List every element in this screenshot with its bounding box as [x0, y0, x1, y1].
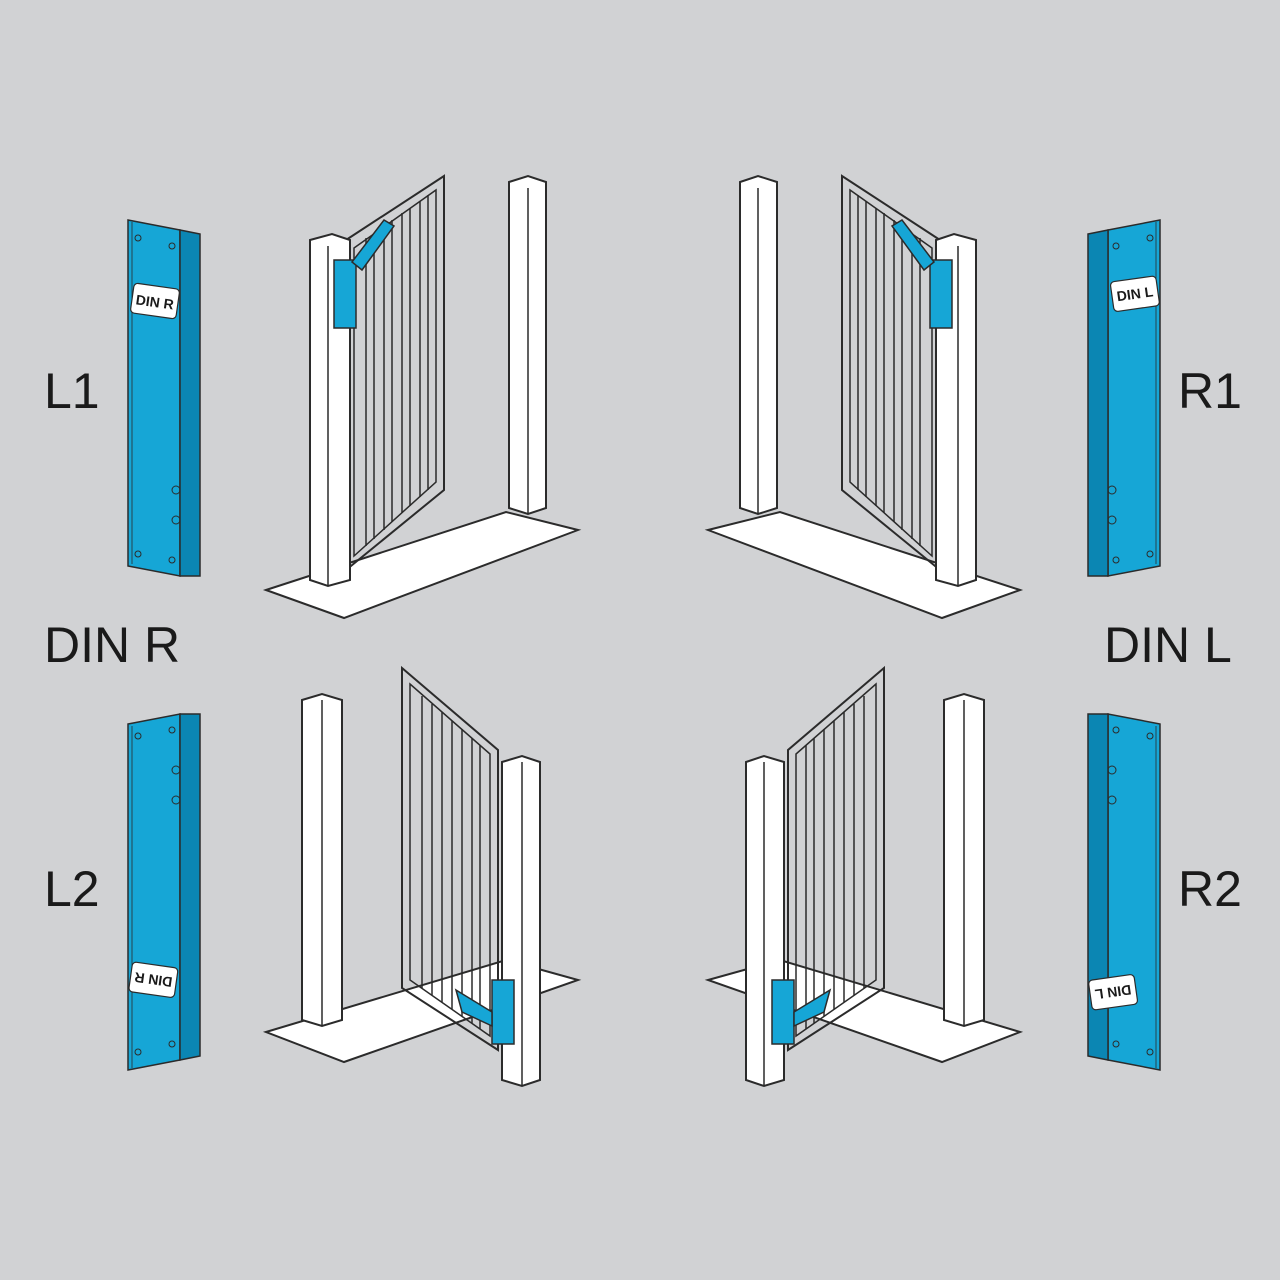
label-din-l: DIN L — [1104, 617, 1232, 673]
gate-scene-l1 — [265, 175, 579, 619]
label-l1: L1 — [44, 363, 100, 419]
device-l1: DIN R — [127, 219, 201, 577]
device-l2-tag: DIN R — [133, 969, 173, 990]
device-r2-tag: DIN L — [1093, 982, 1132, 1003]
gate-scene-r2 — [704, 665, 1024, 1088]
label-r1: R1 — [1178, 363, 1242, 419]
device-r1 — [1087, 219, 1161, 577]
device-l2 — [127, 713, 201, 1071]
device-r1-tag: DIN L — [1116, 283, 1155, 304]
gate-scene-l2 — [262, 665, 582, 1088]
device-l1-tag: DIN R — [135, 291, 175, 312]
gate-scene-r1 — [707, 175, 1021, 619]
label-r2: R2 — [1178, 861, 1242, 917]
device-r2 — [1087, 713, 1161, 1071]
label-l2: L2 — [44, 861, 100, 917]
label-din-r: DIN R — [44, 617, 180, 673]
